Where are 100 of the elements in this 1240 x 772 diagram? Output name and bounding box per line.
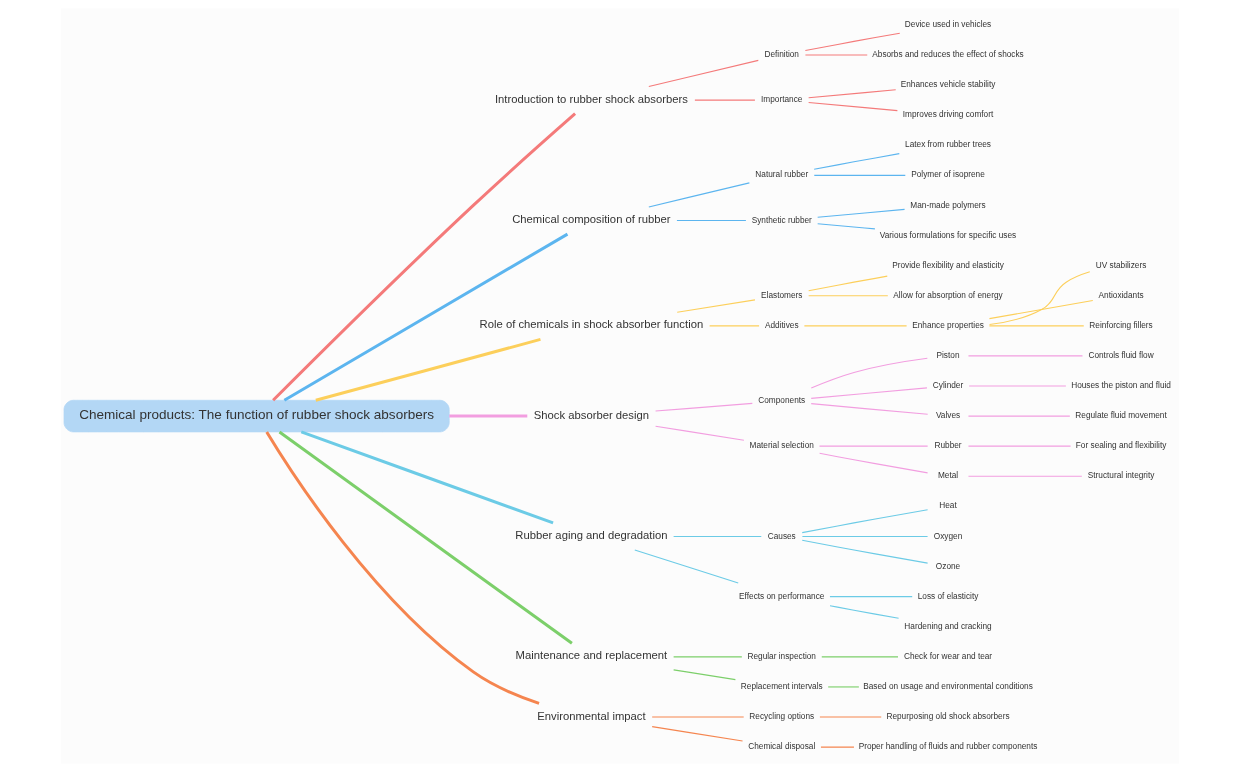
node-text: Provide flexibility and elasticity (892, 260, 1004, 270)
node-text: Importance (761, 95, 803, 105)
node-text: Reinforcing fillers (1089, 320, 1153, 330)
connector (673, 535, 762, 538)
node-text: Cylinder (932, 381, 964, 391)
connector (819, 716, 882, 718)
connector (655, 425, 745, 441)
node-text: Oxygen (933, 531, 963, 541)
connector (967, 475, 1083, 477)
node-text: Definition (764, 50, 799, 60)
node-text: Ozone (935, 561, 961, 571)
connector (968, 385, 1067, 387)
connector (813, 153, 900, 170)
node-text: Based on usage and environmental conditions (863, 682, 1033, 692)
node-text: For sealing and flexibility (1075, 441, 1167, 451)
node-text: Enhances vehicle stability (900, 80, 996, 90)
node-text: Role of chemicals in shock absorber function (479, 318, 704, 331)
node-text: Recycling options (749, 712, 815, 722)
node-text: Polymer of isoprene (911, 170, 985, 180)
connector (821, 656, 899, 658)
connector (817, 223, 876, 230)
node-text: Replacement intervals (740, 682, 823, 692)
connector (820, 746, 855, 748)
node-text: Regular inspection (747, 651, 816, 661)
connector (651, 716, 745, 718)
node-text: Heat (939, 501, 957, 511)
connector (808, 101, 898, 112)
node-text: Latex from rubber trees (905, 140, 991, 150)
connector (676, 219, 747, 222)
connector (651, 726, 744, 742)
connector (673, 669, 736, 681)
connector (829, 605, 900, 619)
node-text: Maintenance and replacement (515, 649, 668, 662)
node-text: Rubber (934, 441, 962, 451)
node-text: Valves (935, 411, 961, 421)
connector (967, 415, 1071, 417)
connector (648, 182, 750, 208)
connector (817, 208, 906, 218)
node-text: Houses the piston and fluid (1071, 381, 1171, 391)
connector (673, 656, 743, 658)
node-text: Material selection (749, 441, 814, 451)
node-text: Introduction to rubber shock absorbers (494, 92, 688, 105)
node-text: Proper handling of fluids and rubber components (858, 742, 1038, 752)
node-text: Rubber aging and degradation (515, 529, 668, 542)
connector (265, 431, 540, 705)
connector (808, 89, 897, 99)
connector (829, 596, 913, 598)
node-text: Absorbs and reduces the effect of shocks (872, 50, 1024, 60)
connector (655, 402, 753, 412)
connector (988, 325, 1085, 327)
connector (709, 325, 760, 327)
node-box: Chemical products: The function of rubber shock absorbers (63, 399, 450, 433)
node-text: Additives (764, 320, 799, 330)
connector (449, 414, 528, 418)
node-text: UV stabilizers (1095, 260, 1147, 270)
connector (801, 535, 929, 538)
node-text: Hardening and cracking (904, 621, 992, 631)
connector (283, 232, 569, 402)
node-text: Repurposing old shock absorbers (886, 712, 1010, 722)
node-text: Natural rubber (755, 170, 809, 180)
connector (634, 549, 739, 584)
node-text: Man-made polymers (910, 200, 986, 210)
connector (804, 54, 868, 56)
connector (315, 337, 541, 402)
connector (272, 112, 577, 402)
node-text: Metal (937, 471, 959, 481)
node-text: Piston (936, 351, 960, 361)
connector (967, 355, 1084, 357)
connector (989, 271, 1091, 325)
node-text: Environmental impact (537, 709, 646, 722)
node-text: Structural integrity (1087, 471, 1155, 481)
node-text: Antioxidants (1098, 290, 1144, 300)
connector (988, 300, 1094, 320)
connector (803, 325, 908, 327)
node-text: Loss of elasticity (917, 591, 979, 601)
node-text: Improves driving comfort (902, 110, 994, 120)
connector (810, 357, 928, 389)
connector (676, 299, 756, 313)
connector (801, 509, 929, 534)
node-text: Enhance properties (912, 320, 984, 330)
node-text: Regulate fluid movement (1075, 411, 1167, 421)
node-text: Device used in vehicles (904, 19, 992, 29)
node-text: Components (758, 396, 806, 406)
node-text: Chemical disposal (748, 742, 816, 752)
connector (278, 430, 573, 645)
connector (808, 295, 889, 297)
connector (827, 686, 860, 688)
connector (648, 59, 759, 88)
connector (819, 452, 929, 474)
node-text: Synthetic rubber (751, 215, 812, 225)
connector (810, 403, 929, 415)
connector (808, 275, 888, 292)
connector (813, 174, 906, 176)
node-text: Allow for absorption of energy (893, 290, 1003, 300)
connector (300, 430, 554, 525)
connector (967, 445, 1072, 447)
node-text: Various formulations for specific uses (879, 230, 1017, 240)
node-text: Causes (767, 531, 796, 541)
node-text: Elastomers (761, 290, 803, 300)
connector (818, 445, 929, 447)
